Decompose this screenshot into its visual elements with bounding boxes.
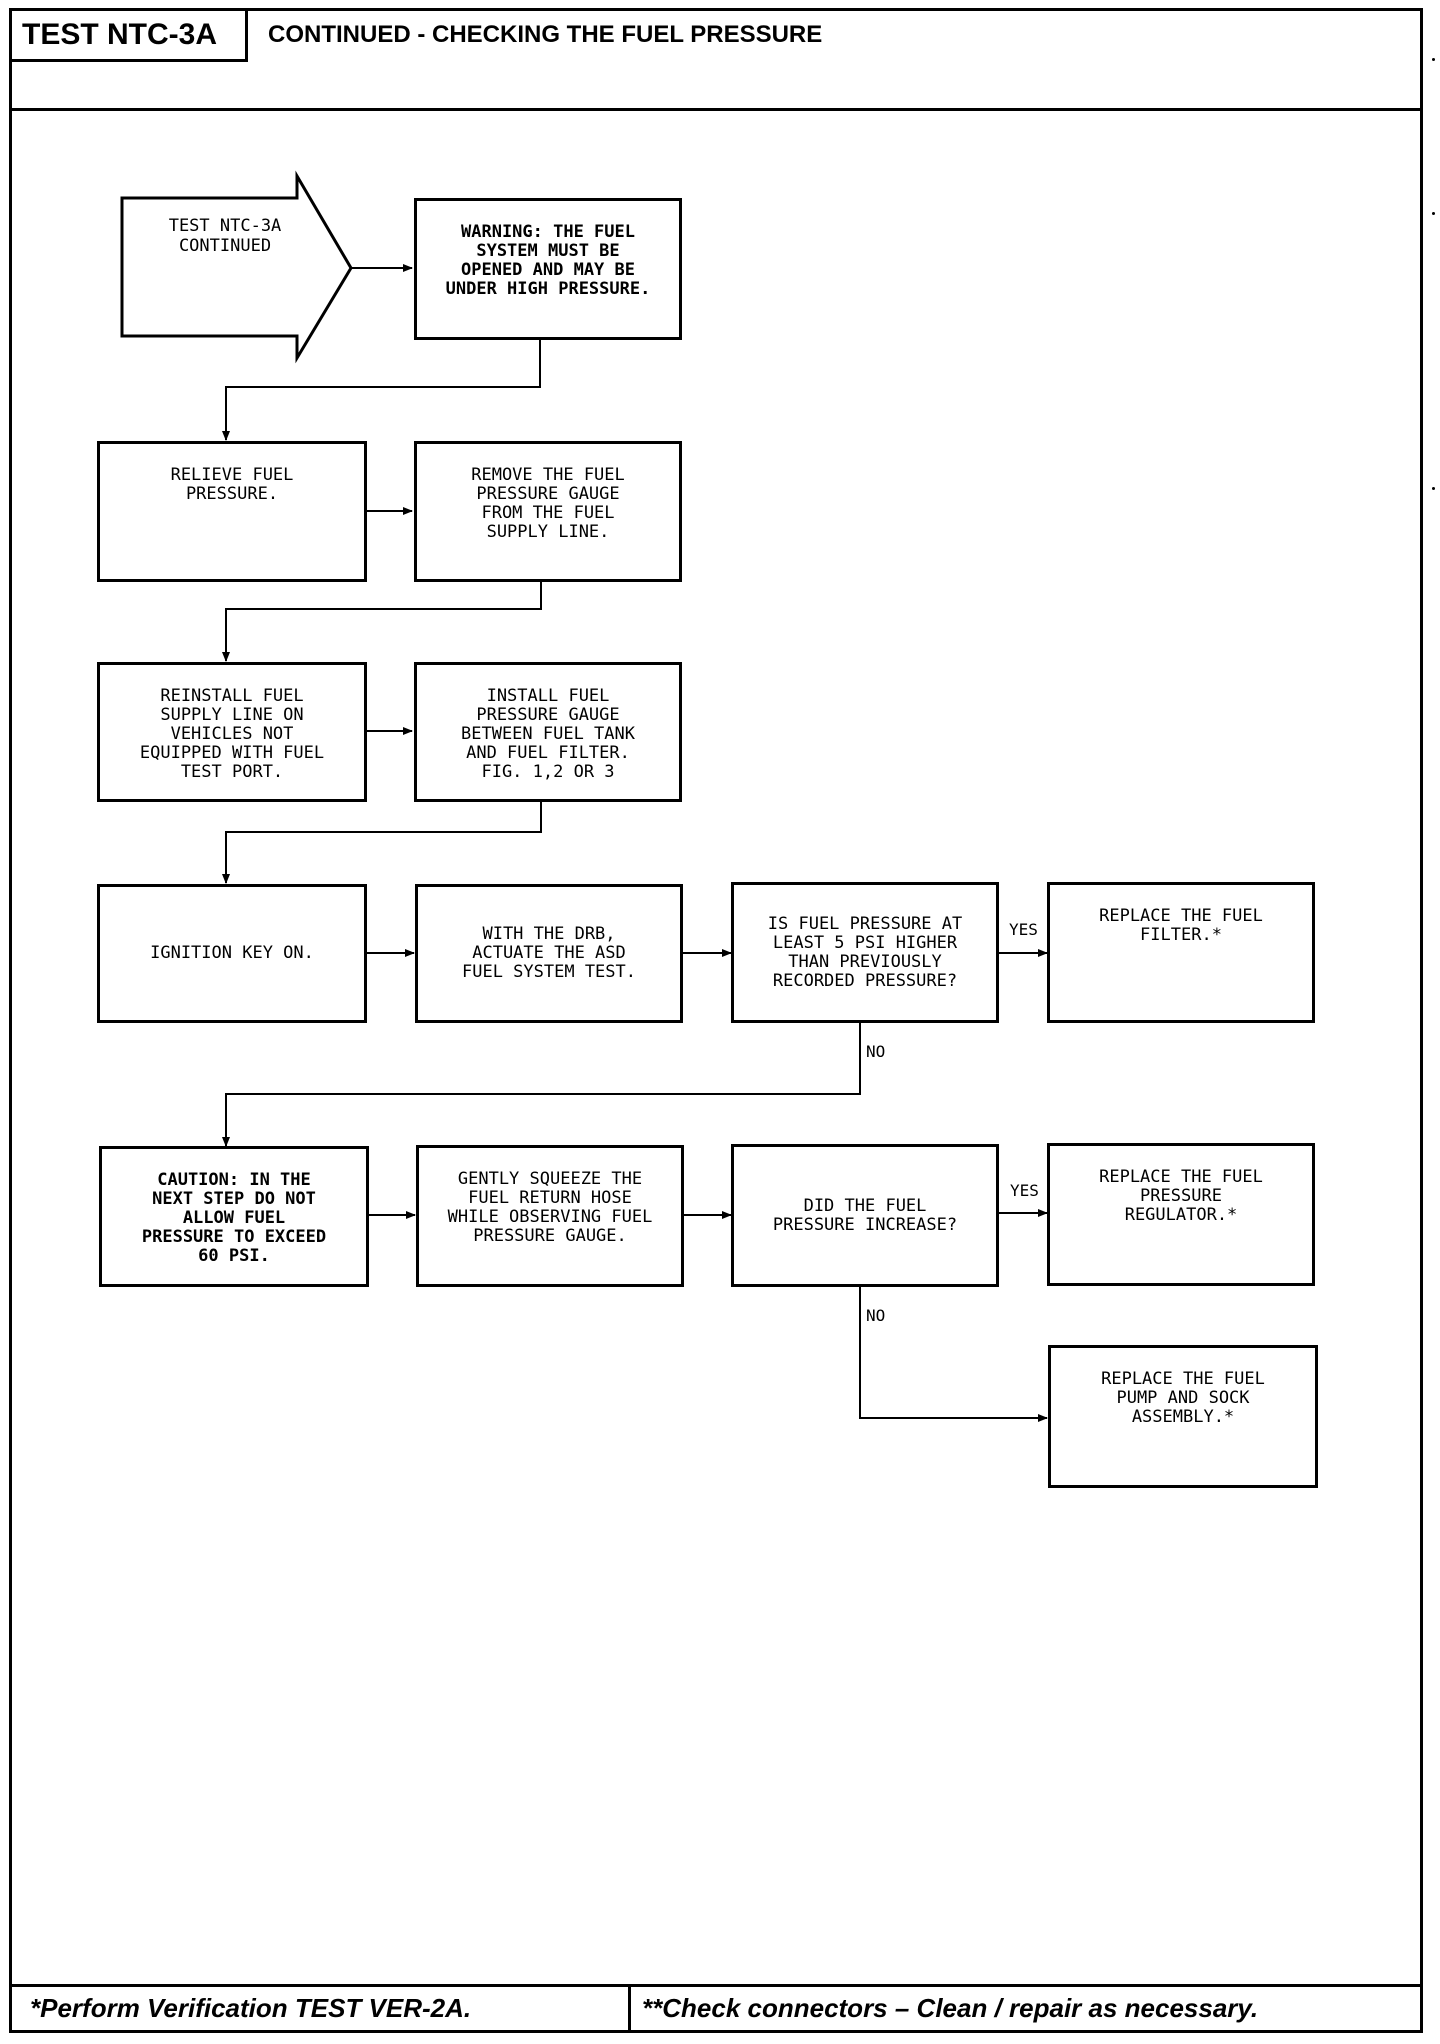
yes-label: YES xyxy=(1009,920,1038,939)
start-label: TEST NTC-3A CONTINUED xyxy=(168,216,282,256)
ignition-key-box: IGNITION KEY ON. xyxy=(97,884,367,1023)
connector-warning-relieve xyxy=(222,340,541,441)
squeeze-return-hose-box: GENTLY SQUEEZE THE FUEL RETURN HOSE WHIL… xyxy=(416,1145,684,1287)
relieve-pressure-box: RELIEVE FUEL PRESSURE. xyxy=(97,441,367,582)
warning-box: WARNING: THE FUEL SYSTEM MUST BE OPENED … xyxy=(414,198,682,340)
test-id-tag: TEST NTC-3A xyxy=(12,11,248,62)
connector-question2-no xyxy=(859,1287,1048,1422)
footer-note-verification: *Perform Verification TEST VER-2A. xyxy=(12,1987,631,2030)
footer: *Perform Verification TEST VER-2A. **Che… xyxy=(12,1984,1420,2030)
connector-question1-no xyxy=(222,1023,861,1147)
question-pressure-higher-box: IS FUEL PRESSURE AT LEAST 5 PSI HIGHER T… xyxy=(731,882,999,1023)
connector-remove-reinstall xyxy=(222,582,542,662)
yes-label: YES xyxy=(1010,1181,1039,1200)
margin-dot xyxy=(1432,487,1435,490)
reinstall-supply-line-box: REINSTALL FUEL SUPPLY LINE ON VEHICLES N… xyxy=(97,662,367,802)
page-frame: TEST NTC-3A CONTINUED - CHECKING THE FUE… xyxy=(9,8,1423,2033)
connector-install-ignition xyxy=(222,802,542,884)
install-gauge-box: INSTALL FUEL PRESSURE GAUGE BETWEEN FUEL… xyxy=(414,662,682,802)
header: TEST NTC-3A CONTINUED - CHECKING THE FUE… xyxy=(12,11,1420,111)
margin-dot xyxy=(1432,212,1435,215)
replace-regulator-box: REPLACE THE FUEL PRESSURE REGULATOR.* xyxy=(1047,1143,1315,1286)
margin-dot xyxy=(1432,58,1435,61)
drb-fuel-test-box: WITH THE DRB, ACTUATE THE ASD FUEL SYSTE… xyxy=(415,884,683,1023)
replace-pump-sock-box: REPLACE THE FUEL PUMP AND SOCK ASSEMBLY.… xyxy=(1048,1345,1318,1488)
start-arrow-shape xyxy=(120,170,353,364)
replace-filter-box: REPLACE THE FUEL FILTER.* xyxy=(1047,882,1315,1023)
page-title: CONTINUED - CHECKING THE FUEL PRESSURE xyxy=(268,21,823,48)
caution-box: CAUTION: IN THE NEXT STEP DO NOT ALLOW F… xyxy=(99,1146,369,1287)
question-pressure-increase-box: DID THE FUEL PRESSURE INCREASE? xyxy=(731,1144,999,1287)
no-label: NO xyxy=(866,1042,886,1061)
remove-gauge-box: REMOVE THE FUEL PRESSURE GAUGE FROM THE … xyxy=(414,441,682,582)
footer-note-connectors: **Check connectors – Clean / repair as n… xyxy=(642,1993,1259,2023)
no-label: NO xyxy=(866,1306,886,1325)
